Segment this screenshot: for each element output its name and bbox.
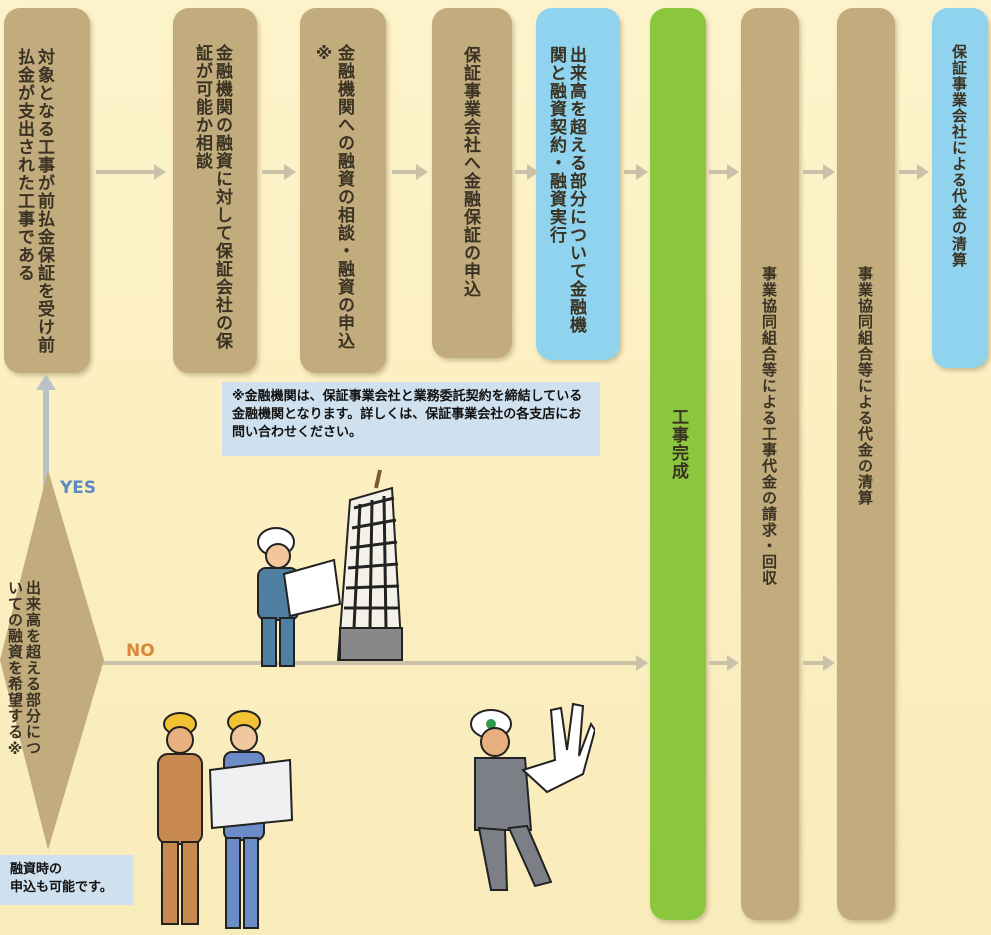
arrow-6-7 [709, 164, 739, 180]
step-5-text: 出来高を超える部分について金融機関と融資契約・融資実行 [546, 46, 586, 334]
arrow-1-2 [96, 164, 166, 180]
note-bottom-line-2: 申込も可能です。 [10, 880, 113, 895]
arrow-6-7-lower [709, 655, 739, 671]
decision-diamond [0, 470, 104, 850]
arrow-5-6 [624, 164, 648, 180]
step-8-box [837, 8, 895, 920]
worker-stop-gesture-illustration [470, 702, 595, 891]
note-bottom-line-1: 融資時の [10, 862, 63, 877]
step-7-text: 事業協同組合等による工事代金の請求・回収 [760, 266, 778, 586]
arrow-3-4 [392, 164, 428, 180]
step-4-box [432, 8, 512, 358]
note-financial-institution: ※金融機関は、保証事業会社と業務委託契約を締結している金融機関となります。詳しく… [222, 382, 600, 456]
step-2-box [173, 8, 257, 373]
arrow-7-8 [803, 164, 835, 180]
yes-arrow [36, 374, 56, 488]
step-9-box [932, 8, 988, 368]
building-tower-illustration [336, 469, 404, 661]
step-9-text: 保証事業会社による代金の清算 [950, 44, 968, 268]
step-4-text: 保証事業会社へ金融保証の申込 [460, 46, 480, 298]
worker-with-blueprint-illustration [257, 527, 342, 667]
step-6-box [650, 8, 706, 920]
arrow-8-9 [899, 164, 929, 180]
arrow-2-3 [262, 164, 296, 180]
two-workers-illustration [157, 710, 294, 929]
step-7-box [741, 8, 799, 920]
arrow-4-5 [515, 164, 539, 180]
step-8-text: 事業協同組合等による代金の清算 [856, 266, 874, 506]
step-2-text: 金融機関の融資に対して保証会社の保証が可能か相談 [192, 44, 232, 350]
step-1-box [4, 8, 90, 373]
step-6-text: 工事完成 [668, 408, 688, 480]
step-3-box [300, 8, 386, 373]
decision-text: 出来高を超える部分についての融資を希望する※ [6, 580, 42, 759]
no-label: NO [126, 641, 155, 661]
step-3-text: 金融機関への融資の相談・融資の申込※ [314, 44, 354, 350]
step-1-text: 対象となる工事が前払金保証を受け前払金が支出された工事である [14, 48, 54, 354]
note-bottom: 融資時の 申込も可能です。 [0, 855, 133, 905]
yes-label: YES [60, 478, 97, 498]
arrow-7-8-lower [803, 655, 835, 671]
step-5-box [536, 8, 620, 360]
arrow-no-to-completion [100, 655, 648, 671]
